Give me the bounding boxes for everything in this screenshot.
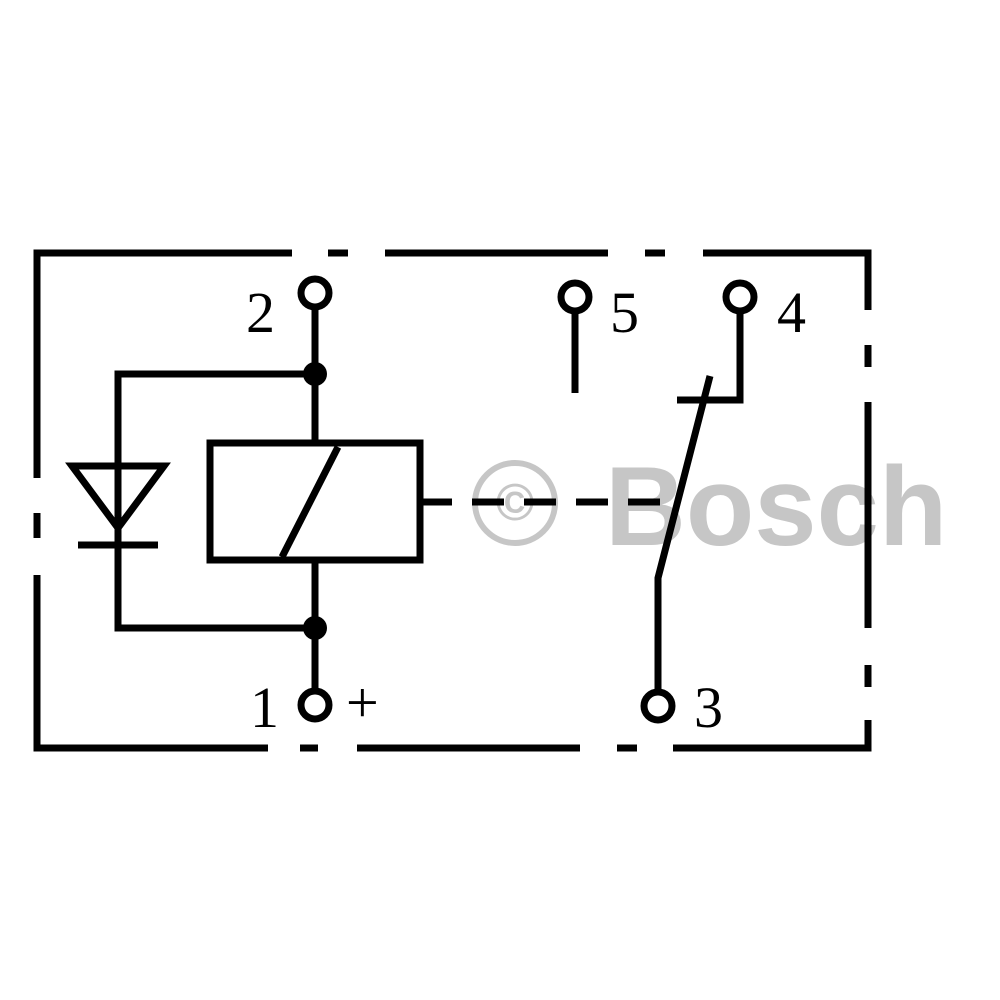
bosch-watermark: © Bosch — [472, 444, 947, 569]
coil-circuit — [65, 275, 424, 723]
terminal-2-label: 2 — [246, 280, 275, 345]
terminal-5-label: 5 — [610, 280, 639, 345]
terminal-2 — [297, 275, 333, 311]
terminal-1-label: 1 — [250, 675, 279, 740]
terminal-1 — [297, 687, 333, 723]
coil-diagonal — [278, 445, 342, 559]
terminal-3-label: 3 — [694, 675, 723, 740]
terminal-4 — [722, 279, 758, 315]
watermark-text: Bosch — [605, 444, 947, 569]
switch-blade — [654, 375, 714, 692]
diode-icon — [65, 462, 171, 549]
terminal-3 — [640, 688, 676, 724]
terminal-1-polarity: + — [346, 670, 379, 735]
housing-border — [33, 249, 872, 752]
relay-coil — [206, 439, 424, 564]
terminal-5 — [557, 279, 593, 315]
junction-dot-bottom — [303, 616, 327, 640]
terminal-4-label: 4 — [777, 280, 806, 345]
changeover-switch — [557, 279, 758, 724]
